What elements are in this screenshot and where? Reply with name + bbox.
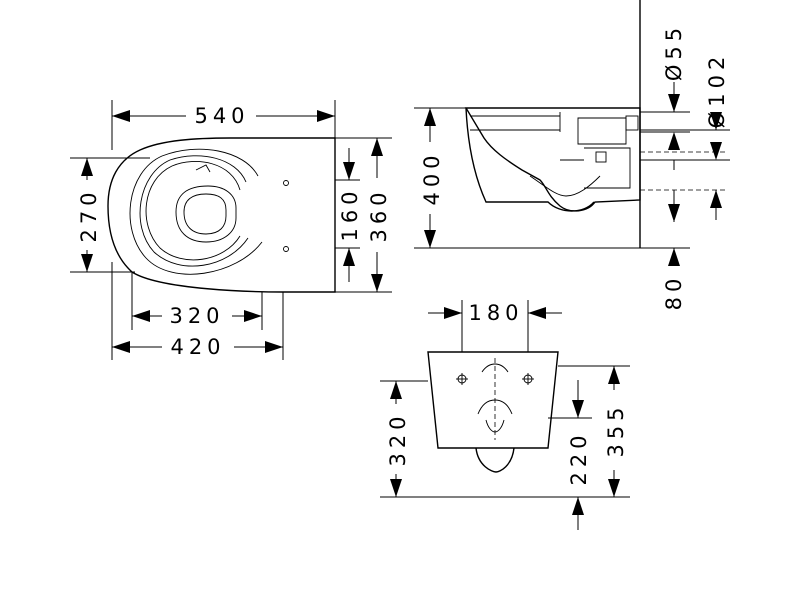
dim-label-320-front: 320 <box>386 411 410 466</box>
side-view: 400 Ø55 Ø102 <box>414 0 730 310</box>
dim-355: 355 <box>558 365 630 498</box>
front-view: 180 320 220 355 <box>380 300 630 530</box>
dim-label-420: 420 <box>170 335 225 359</box>
dim-320-top: 320 <box>131 272 263 330</box>
dim-160: 160 <box>335 148 362 282</box>
dim-label-540: 540 <box>194 104 249 128</box>
dim-label-180: 180 <box>468 301 523 325</box>
dim-270: 270 <box>70 157 150 273</box>
side-view-outline <box>464 107 641 212</box>
dim-320-front: 320 <box>380 380 600 498</box>
top-view: 540 270 160 360 <box>70 100 392 361</box>
dim-80: 80 <box>640 247 690 311</box>
dim-540: 540 <box>111 100 336 150</box>
dim-dia-102: Ø102 <box>640 52 730 161</box>
dim-center-lines <box>640 151 728 222</box>
dim-label-dia-102: Ø102 <box>705 52 729 129</box>
dim-label-320-top: 320 <box>169 304 224 328</box>
dim-label-160: 160 <box>338 186 362 241</box>
dim-180: 180 <box>428 300 562 352</box>
dim-label-355: 355 <box>604 402 628 457</box>
dim-dia-55: Ø55 <box>640 23 690 150</box>
dim-label-400: 400 <box>420 150 444 205</box>
top-view-outline <box>107 137 336 293</box>
dim-label-80: 80 <box>662 274 686 311</box>
dim-label-dia-55: Ø55 <box>662 23 686 81</box>
dim-label-360: 360 <box>367 187 391 242</box>
wall-line <box>414 0 641 249</box>
dim-220: 220 <box>548 380 593 530</box>
front-view-outline <box>427 351 559 473</box>
dim-label-270: 270 <box>77 187 101 242</box>
dim-360: 360 <box>335 137 392 293</box>
dim-label-220: 220 <box>567 430 591 485</box>
dim-400: 400 <box>414 107 466 248</box>
dim-420: 420 <box>111 262 284 361</box>
